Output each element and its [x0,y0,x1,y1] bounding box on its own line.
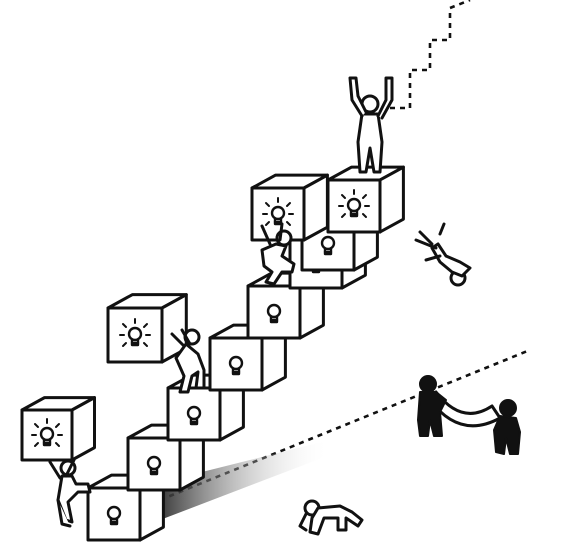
carried-box [250,173,329,242]
safety-net [428,390,502,428]
figure-falling [414,222,472,287]
figure-celebrating-top [348,76,394,174]
carried-box [20,396,96,462]
figure-holding-net-right [493,399,521,455]
dashed-line-lower [159,348,531,502]
figure-carrying-middle [170,328,206,394]
carried-boxes [20,173,329,462]
figure-holding-net-left [417,375,447,437]
carried-box [106,293,188,364]
stair-boxes [86,165,405,542]
stair-box [326,165,405,234]
stair-shadow [150,440,330,520]
figure-carrying-bottom [48,458,92,528]
figure-crawling [298,499,364,536]
figure-carrying-upper [260,222,296,286]
dashed-line-upper [390,0,471,110]
